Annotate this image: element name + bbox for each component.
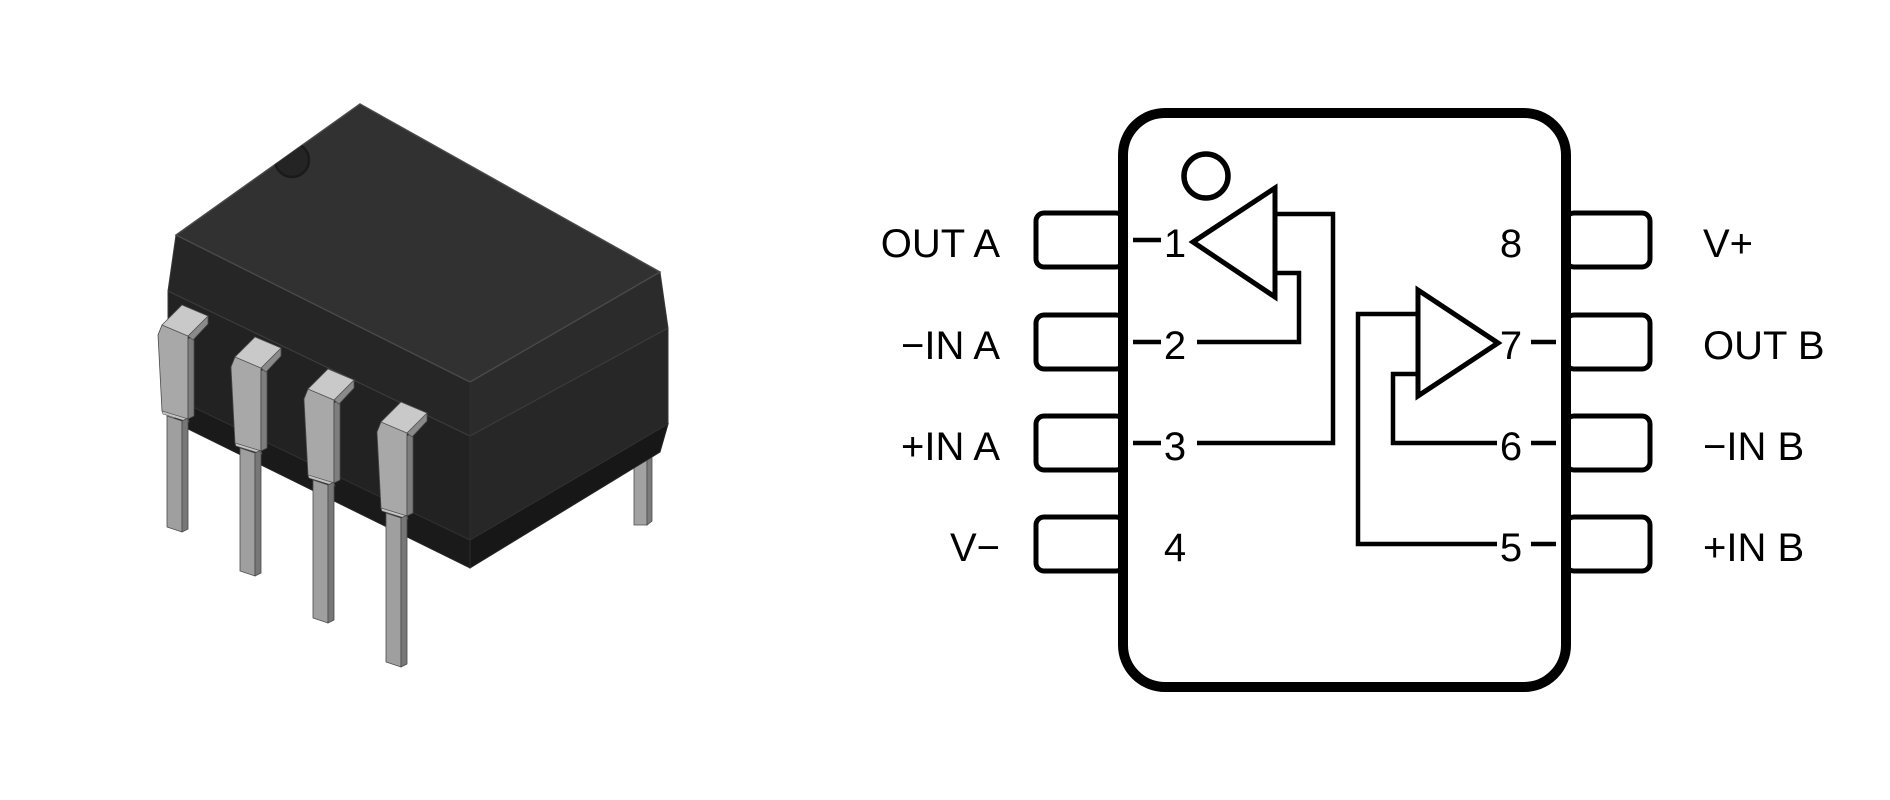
chip-pin-2-top: [234, 336, 282, 369]
chip-3d-render: [157, 103, 669, 668]
chip-pin-3-step: [307, 474, 336, 487]
pin-lead-8: [1563, 210, 1653, 270]
chip-pin-1-front: [157, 324, 189, 420]
pin-lead-6: [1563, 413, 1653, 473]
pin-lead-1: [1033, 210, 1127, 270]
pin-number-7: 7: [1500, 324, 1522, 368]
pinout-diagram: 1 2 3 4 8 7 6 5 OUT A −IN A +IN A V− V+ …: [881, 108, 1825, 692]
pin-number-3: 3: [1164, 425, 1186, 469]
chip-pin-4: [376, 401, 428, 668]
chip-pin1-notch: [273, 141, 311, 179]
pin-lead-2: [1033, 312, 1127, 372]
wire-opamp-b-noninverting-to-pin5: [1355, 311, 1497, 547]
opamp-a-symbol: [1188, 183, 1278, 302]
chip-pin-4-side: [406, 431, 414, 517]
chip-pin-4-top: [380, 401, 428, 434]
chip-pin-1-step: [161, 410, 190, 423]
chip-pin-2: [230, 336, 282, 577]
opamp-b-symbol: [1415, 285, 1503, 401]
chip-pin-1-leg-side: [181, 417, 189, 533]
chip-pin-2-step: [234, 442, 263, 455]
pin-number-4: 4: [1164, 526, 1186, 570]
pin-lead-4: [1033, 514, 1127, 574]
chip-pin-3-top: [307, 368, 355, 401]
chip-pin-1-leg-front: [166, 415, 183, 533]
internal-wiring: [1133, 211, 1556, 547]
chip-pin-3-leg-front: [312, 479, 329, 624]
chip-pin-4-front: [376, 421, 408, 517]
pin1-indicator-circle: [1181, 151, 1231, 201]
chip-pin-2-leg-side: [254, 449, 262, 577]
pin-number-1: 1: [1164, 222, 1186, 266]
wire-opamp-a-noninverting-to-pin3: [1197, 211, 1336, 446]
chip-pin-3-front: [303, 388, 335, 484]
pin-number-2: 2: [1164, 324, 1186, 368]
pin-label-v-plus: V+: [1703, 222, 1753, 266]
pin-label-v-minus: V−: [950, 526, 1000, 570]
chip-pin-1-top: [161, 304, 209, 337]
pin-leads-left: [1033, 210, 1127, 574]
pin-label-out-b: OUT B: [1703, 324, 1825, 368]
pin-leads-right: [1563, 210, 1653, 574]
chip-pin-2-front: [230, 356, 262, 452]
wire-opamp-b-inverting-to-pin6: [1390, 371, 1497, 446]
pin-lead-3: [1033, 413, 1127, 473]
chip-pin-1: [157, 304, 209, 533]
chip-pin-4-leg-side: [400, 514, 408, 668]
chip-pin-2-leg-front: [239, 447, 256, 577]
pin-label-minus-in-b: −IN B: [1703, 425, 1804, 469]
pin-lead-7: [1563, 312, 1653, 372]
pin-number-8: 8: [1500, 222, 1522, 266]
pin-numbers: 1 2 3 4 8 7 6 5: [1164, 222, 1522, 570]
chip-pin-4-step: [380, 507, 409, 520]
chip-pin-3-leg-side: [327, 481, 335, 624]
ic-package-outline: [1118, 108, 1571, 692]
pin-number-5: 5: [1500, 526, 1522, 570]
chip-pin-4-leg-front: [385, 512, 402, 668]
wire-opamp-a-inverting-to-pin2: [1197, 270, 1302, 345]
pin-label-plus-in-b: +IN B: [1703, 526, 1804, 570]
chip-pin-1-side: [187, 334, 195, 420]
chip-pin-3-side: [333, 398, 341, 484]
pin-label-out-a: OUT A: [881, 222, 1001, 266]
pin-label-minus-in-a: −IN A: [901, 324, 1000, 368]
pin-number-6: 6: [1500, 425, 1522, 469]
pin-labels: OUT A −IN A +IN A V− V+ OUT B −IN B +IN …: [881, 222, 1825, 570]
pin-label-plus-in-a: +IN A: [901, 425, 1000, 469]
chip-pin-2-side: [260, 366, 268, 452]
chip-pin-3: [303, 368, 355, 624]
pin-lead-5: [1563, 514, 1653, 574]
